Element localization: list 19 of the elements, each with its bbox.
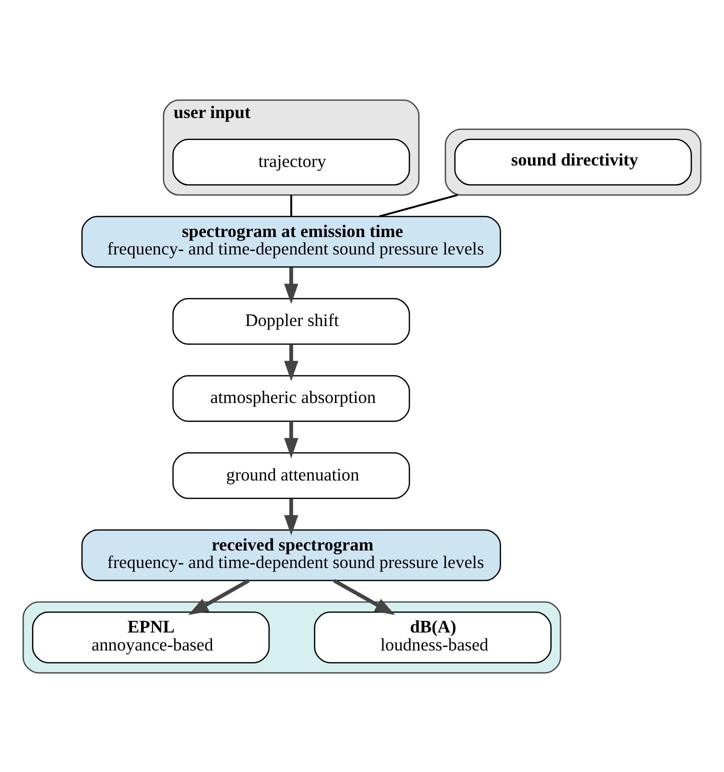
arrow [333, 578, 396, 614]
connector [290, 194, 292, 216]
node-box: dB(A) loudness-based [314, 611, 552, 663]
node-box: EPNL annoyance-based [32, 611, 270, 663]
arrow [284, 420, 298, 458]
node-box: received spectrogram frequency- and time-dependent sound pressure levels [81, 528, 502, 581]
node-box: spectrogram at emission time frequency- and time-dependent sound pressure levels [81, 215, 502, 268]
connector [379, 194, 458, 217]
arrow [284, 498, 298, 535]
cluster [444, 128, 702, 196]
cluster [22, 600, 562, 673]
node-box: atmospheric absorption [172, 374, 410, 422]
node-box: sound directivity [454, 138, 692, 185]
arrow [188, 578, 250, 614]
node-box: Doppler shift [172, 298, 410, 344]
node-box: trajectory [172, 138, 410, 185]
node-box: ground attenuation [172, 452, 410, 498]
arrow [284, 266, 298, 304]
arrow [284, 344, 298, 381]
